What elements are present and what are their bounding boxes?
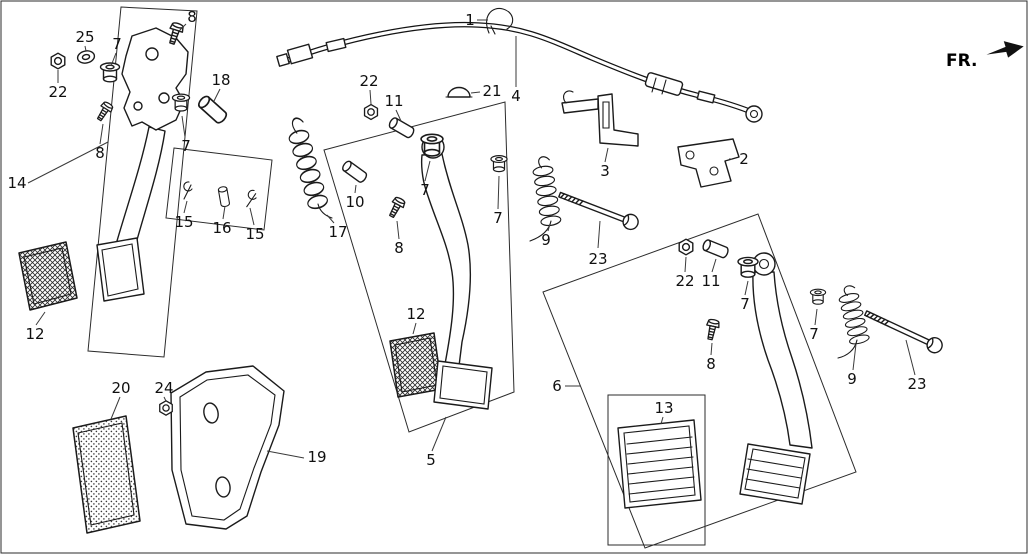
spacer	[340, 159, 369, 185]
nut	[678, 238, 694, 256]
snap-pin	[183, 181, 193, 200]
assist-spring	[283, 115, 330, 212]
pedal-pin	[195, 93, 230, 126]
brake-pedal-assembly	[283, 103, 508, 410]
callout-label: 22	[48, 83, 67, 101]
callout-label: 3	[600, 162, 610, 180]
callout-label: 15	[245, 225, 264, 243]
pedal-bushing	[420, 133, 444, 157]
callout-label: 8	[187, 8, 197, 26]
callout-label: 12	[25, 325, 44, 343]
right-pedal-assembly	[617, 238, 946, 509]
clutch-cable-assembly	[276, 7, 763, 188]
bolt	[861, 305, 946, 356]
nut	[363, 103, 379, 121]
washer	[75, 48, 97, 66]
callout-label: 22	[359, 72, 378, 90]
group-box-14	[87, 6, 198, 358]
callout-label: 21	[482, 82, 501, 100]
nut	[50, 52, 66, 70]
spacer-collar	[387, 115, 417, 140]
callout-label: 8	[706, 355, 716, 373]
callout-label: 1	[465, 11, 475, 29]
cable-end-fitting	[286, 43, 314, 65]
pedal-bushing	[809, 288, 827, 305]
pedal-bushing	[99, 62, 121, 83]
callout-label: 5	[426, 451, 436, 469]
leader-lines	[27, 19, 916, 459]
footrest	[72, 365, 285, 534]
pedal-bushing	[737, 256, 759, 278]
callout-label: 10	[345, 193, 364, 211]
callout-label: 15	[174, 213, 193, 231]
callout-label: 16	[212, 219, 231, 237]
cable-bracket-3	[597, 93, 639, 147]
group-box-13	[607, 394, 706, 546]
callout-label: 4	[511, 87, 521, 105]
brake-pedal-arm	[420, 153, 472, 367]
fr-direction-marker: FR.	[946, 41, 1024, 71]
pedal-arm	[752, 271, 813, 449]
callout-label: 8	[95, 144, 105, 162]
callout-label: 7	[420, 181, 430, 199]
clutch-pedal-plate	[96, 237, 145, 302]
callout-label: 14	[7, 174, 26, 192]
callout-label: 23	[907, 375, 926, 393]
cap	[447, 86, 471, 98]
footrest-bracket	[170, 365, 285, 530]
bolt	[703, 317, 721, 342]
callout-label: 9	[541, 231, 551, 249]
callout-label: 7	[809, 325, 819, 343]
clutch-pedal-assembly	[18, 20, 230, 311]
cable-bracket-2	[677, 138, 740, 188]
callout-label: 7	[112, 35, 122, 53]
snap-pin	[246, 189, 258, 209]
brake-pedal-plate	[433, 360, 493, 410]
callout-label: 6	[552, 377, 562, 395]
pin-kit	[183, 181, 258, 209]
callout-label: 7	[493, 209, 503, 227]
pedal-bushing	[171, 93, 191, 112]
callout-label: 23	[588, 250, 607, 268]
return-spring	[530, 154, 563, 228]
callout-label: 7	[740, 295, 750, 313]
callout-label: 2	[739, 150, 749, 168]
callout-label: 20	[111, 379, 130, 397]
callout-label: 19	[307, 448, 326, 466]
callout-label: 25	[75, 28, 94, 46]
cable-eye-end	[745, 105, 763, 123]
footrest-rubber	[72, 415, 141, 534]
group-box-15-16	[165, 147, 273, 231]
clutch-pedal-pad	[18, 241, 78, 311]
cable-adjuster	[644, 72, 684, 96]
callout-label: 7	[181, 137, 191, 155]
callout-label: 22	[675, 272, 694, 290]
pedal-bushing	[490, 155, 508, 173]
callout-label: 11	[384, 92, 403, 110]
nut	[159, 400, 173, 416]
fr-label: FR.	[946, 51, 977, 71]
pedal-return-hardware-left	[529, 154, 641, 242]
pedal-pad-13	[617, 419, 702, 509]
bolt	[556, 186, 641, 233]
spacer-collar	[701, 238, 731, 260]
callout-labels: 8 25 7 22 18 8 7 14 15 16 15 12 20 24 19…	[7, 8, 926, 469]
bolt	[385, 195, 408, 220]
callout-label: 9	[847, 370, 857, 388]
clevis-pin	[217, 185, 231, 208]
callout-label: 12	[406, 305, 425, 323]
callout-label: 13	[654, 399, 673, 417]
callout-label: 8	[394, 239, 404, 257]
callout-label: 17	[328, 223, 347, 241]
group-box-5	[323, 101, 515, 433]
pedal-bracket	[121, 27, 189, 131]
callout-label: 24	[154, 379, 173, 397]
fr-arrow-icon	[986, 41, 1024, 58]
clutch-pedal-arm	[116, 126, 166, 248]
callout-label: 11	[701, 272, 720, 290]
callout-label: 18	[211, 71, 230, 89]
